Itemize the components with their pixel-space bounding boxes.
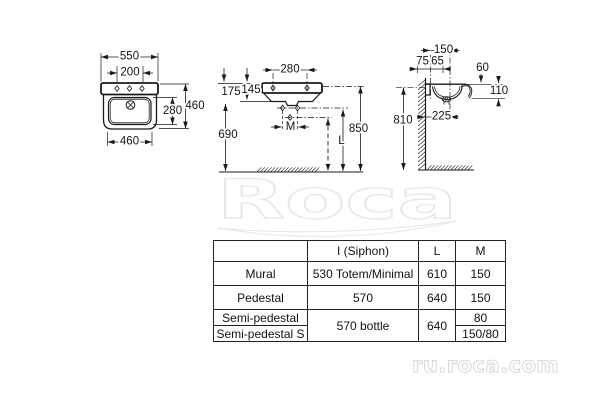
profile-m-label: M <box>286 121 296 133</box>
row-siphon: 530 Totem/Minimal <box>307 261 419 286</box>
drain-outlet-icon <box>441 96 452 105</box>
row-label: Semi-pedestal S <box>213 325 308 342</box>
drain-icon <box>125 100 136 110</box>
front-base-width-dim: 460 <box>120 136 139 148</box>
front-tap-spacing-dim: 200 <box>120 67 139 79</box>
table-header-row: I (Siphon) L M <box>213 240 506 262</box>
fixing-hole-icons <box>270 84 310 92</box>
header-corner-cell <box>213 240 308 262</box>
header-siphon: I (Siphon) <box>307 240 419 262</box>
row-siphon-merged: 570 bottle <box>307 309 419 342</box>
header-m: M <box>455 240 506 262</box>
row-l: 610 <box>418 261 456 286</box>
row-m: 150 <box>455 285 506 310</box>
table-row: Semi-pedestal S 150/80 <box>213 325 506 342</box>
wall-hatch <box>417 79 426 171</box>
front-overall-width-dim: 550 <box>120 51 139 63</box>
side-b-dim: 65 <box>431 56 444 68</box>
side-a-dim: 75 <box>416 56 429 68</box>
row-m: 150/80 <box>455 325 506 342</box>
roca-logo-swoosh <box>217 220 457 237</box>
row-m: 80 <box>455 309 506 326</box>
floor-hatch-side <box>426 165 473 171</box>
profile-under-height-dim: 690 <box>218 129 237 141</box>
tap-hole-icons <box>114 85 145 92</box>
row-l: 640 <box>418 285 456 310</box>
profile-l-label: L <box>338 135 345 147</box>
front-view <box>100 53 189 146</box>
wall-fixing-icons <box>279 104 301 121</box>
profile-hole-spacing-dim: 280 <box>280 64 299 76</box>
side-wall-height-dim: 810 <box>393 115 412 127</box>
side-depth-dim: 150 <box>434 44 453 56</box>
row-siphon: 570 <box>307 285 419 310</box>
row-l-merged: 640 <box>418 309 456 342</box>
row-label: Mural <box>213 261 308 286</box>
roca-logo-watermark: Roca <box>217 168 457 231</box>
profile-left-a-dim: 175 <box>221 86 240 98</box>
header-l: L <box>418 240 456 262</box>
table-row: Mural 530 Totem/Minimal 610 150 <box>213 261 506 286</box>
row-label: Pedestal <box>213 285 308 310</box>
profile-rim-height-dim: 850 <box>349 123 368 135</box>
floor-hatch <box>256 167 320 173</box>
side-view <box>396 46 505 171</box>
installation-table: I (Siphon) L M Mural 530 Totem/Minimal 6… <box>213 240 506 342</box>
row-label: Semi-pedestal <box>213 309 308 326</box>
side-rim-dim: 60 <box>476 62 489 74</box>
profile-left-b-dim: 145 <box>241 84 260 96</box>
front-basin-height-dim: 280 <box>163 105 182 117</box>
side-front-dim: 110 <box>490 85 508 97</box>
front-height-dim: 460 <box>185 100 204 112</box>
side-drain-dim: 225 <box>432 111 451 123</box>
site-url-watermark: ru.roca.com <box>412 353 559 377</box>
profile-view <box>218 67 364 173</box>
table-row: Pedestal 570 640 150 <box>213 285 506 310</box>
table-row: Semi-pedestal 570 bottle 640 80 <box>213 309 506 342</box>
row-m: 150 <box>455 261 506 286</box>
